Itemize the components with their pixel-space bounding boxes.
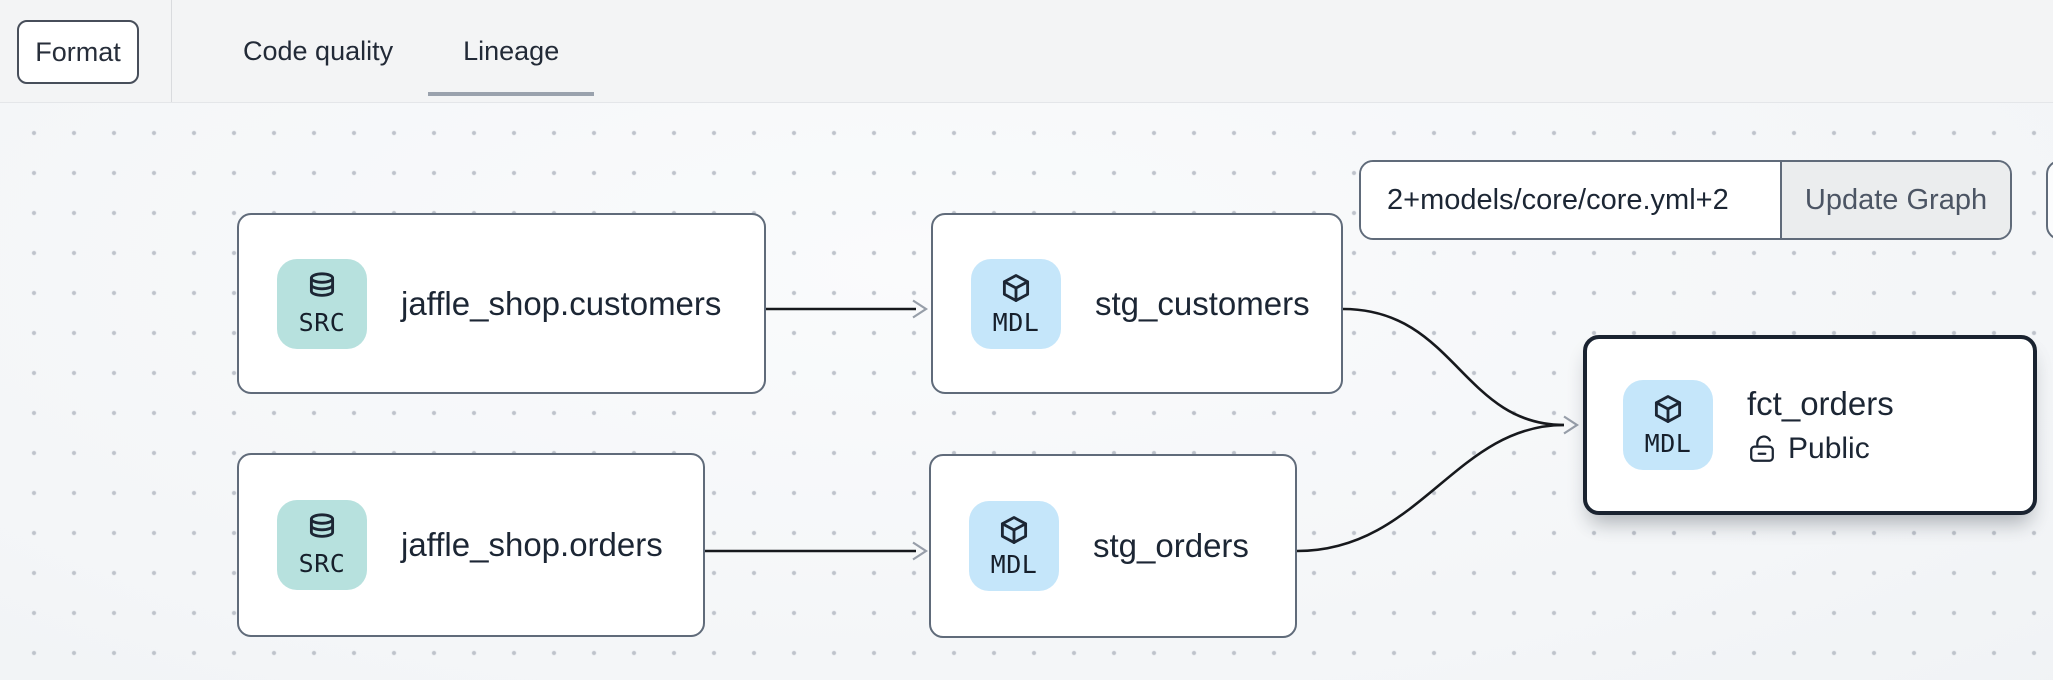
node-text: stg_customers: [1095, 285, 1310, 323]
node-subtitle: Public: [1788, 431, 1870, 465]
editor-header: Format Code quality Lineage: [0, 0, 2053, 103]
cube-icon: [1002, 273, 1030, 302]
node-title: fct_orders: [1747, 384, 1894, 422]
lineage-node-jaffle_shop_customers[interactable]: SRC jaffle_shop.customers: [237, 213, 766, 394]
unlock-icon: [1750, 434, 1774, 462]
lineage-node-stg_orders[interactable]: MDL stg_orders: [929, 454, 1297, 638]
node-text: jaffle_shop.customers: [401, 285, 721, 323]
update-graph-button[interactable]: Update Graph: [1780, 162, 2010, 238]
clipped-control[interactable]: [2046, 160, 2053, 240]
node-type-label: SRC: [298, 549, 346, 578]
cube-icon: [1654, 395, 1682, 423]
lineage-selector-group: 2+models/core/core.yml+2 Update Graph: [1359, 160, 2012, 240]
node-title: stg_customers: [1095, 284, 1310, 322]
node-type-badge: SRC: [277, 500, 367, 590]
node-title: jaffle_shop.customers: [401, 284, 722, 322]
lineage-node-jaffle_shop_orders[interactable]: SRC jaffle_shop.orders: [237, 453, 705, 637]
node-type-label: SRC: [298, 307, 346, 337]
node-type-label: MDL: [1644, 429, 1692, 458]
node-type-badge: MDL: [969, 501, 1059, 591]
selector-input[interactable]: 2+models/core/core.yml+2: [1361, 162, 1780, 238]
tab-bar: Code quality Lineage: [171, 0, 595, 102]
node-title: jaffle_shop.orders: [401, 526, 663, 563]
node-type-badge: SRC: [277, 258, 367, 349]
node-title: stg_orders: [1093, 527, 1249, 564]
format-button[interactable]: Format: [17, 20, 139, 84]
node-text: jaffle_shop.orders: [401, 526, 663, 564]
node-text: fct_orders Public: [1747, 385, 1894, 466]
node-type-label: MDL: [990, 550, 1038, 579]
database-icon: [309, 271, 335, 297]
node-type-label: MDL: [992, 307, 1040, 337]
tab-code-quality[interactable]: Code quality: [208, 0, 428, 102]
node-text: stg_orders: [1093, 527, 1249, 565]
lineage-node-fct_orders[interactable]: MDL fct_orders Public: [1583, 335, 2037, 515]
node-type-badge: MDL: [971, 258, 1061, 349]
node-subtitle-row: Public: [1747, 432, 1894, 466]
database-icon: [309, 513, 335, 538]
node-type-badge: MDL: [1623, 380, 1713, 470]
header-divider: [171, 0, 172, 102]
cube-icon: [1000, 516, 1028, 544]
tab-lineage[interactable]: Lineage: [428, 0, 595, 102]
lineage-node-stg_customers[interactable]: MDL stg_customers: [931, 213, 1343, 394]
